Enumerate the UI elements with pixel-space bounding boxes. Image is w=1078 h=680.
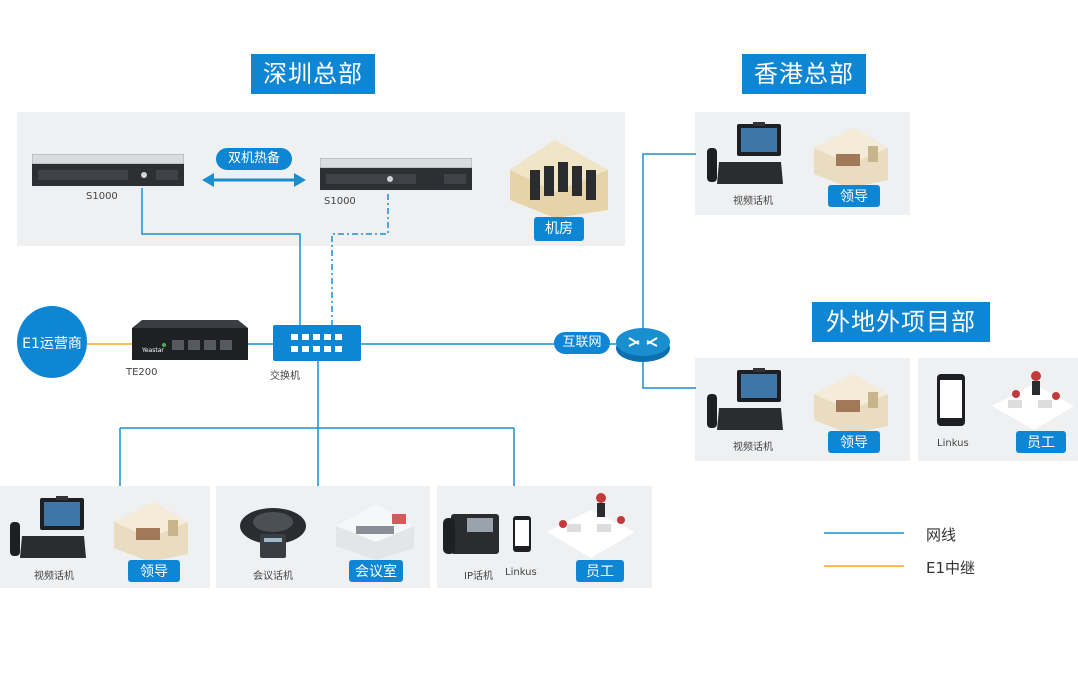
- e1-carrier-label: E1运营商: [22, 336, 82, 352]
- remote-leader-tag: 领导: [828, 431, 880, 453]
- bottom-linkus-label: Linkus: [505, 567, 537, 578]
- remote-staff-office-icon: [990, 366, 1076, 440]
- ip-phone-label: IP话机: [464, 571, 493, 582]
- hk-video-phone-icon: [705, 122, 785, 192]
- te200-brand: Yeastar: [142, 347, 164, 354]
- bottom-video-phone-icon: [8, 496, 88, 566]
- server-left-label: S1000: [86, 191, 118, 202]
- router-icon: [615, 324, 671, 368]
- bottom-leader-office-icon: [110, 498, 190, 568]
- server-right-icon: [319, 157, 473, 196]
- switch-label: 交换机: [270, 371, 300, 382]
- ip-phone-icon: [441, 512, 501, 562]
- hot-standby-label: 双机热备: [216, 148, 292, 170]
- remote-mobile-phone-icon: [937, 374, 965, 430]
- server-room-tag: 机房: [534, 217, 584, 241]
- switch-icon: [273, 325, 361, 365]
- internet-label: 互联网: [554, 332, 610, 354]
- conference-phone-icon: [238, 500, 308, 566]
- te200-label: TE200: [126, 367, 158, 378]
- hk-title: 香港总部: [742, 54, 866, 94]
- remote-linkus-label: Linkus: [937, 438, 969, 449]
- te200-icon: [132, 320, 248, 366]
- server-right-label: S1000: [324, 196, 356, 207]
- conference-phone-label: 会议话机: [253, 571, 293, 582]
- bottom-staff-tag: 员工: [576, 560, 624, 582]
- server-left-icon: [31, 153, 185, 192]
- legend-network-label: 网线: [926, 526, 957, 544]
- bottom-video-phone-label: 视频话机: [34, 571, 74, 582]
- hk-leader-tag: 领导: [828, 185, 880, 207]
- hk-video-phone-label: 视频话机: [733, 196, 773, 207]
- remote-leader-office-icon: [810, 370, 890, 440]
- legend-e1-label: E1中继: [926, 559, 976, 577]
- bottom-leader-tag: 领导: [128, 560, 180, 582]
- bottom-staff-office-icon: [545, 490, 637, 566]
- hq-title: 深圳总部: [251, 54, 375, 94]
- remote-staff-tag: 员工: [1016, 431, 1066, 453]
- hk-leader-office-icon: [810, 124, 890, 194]
- bottom-mobile-phone-icon: [513, 516, 531, 556]
- meeting-room-icon: [334, 496, 416, 566]
- remote-video-phone-icon: [705, 368, 785, 438]
- meeting-room-tag: 会议室: [349, 560, 403, 582]
- remote-title: 外地外项目部: [812, 302, 990, 342]
- server-room-icon: [500, 130, 610, 224]
- e1-carrier-circle: [17, 306, 87, 378]
- remote-video-phone-label: 视频话机: [733, 442, 773, 453]
